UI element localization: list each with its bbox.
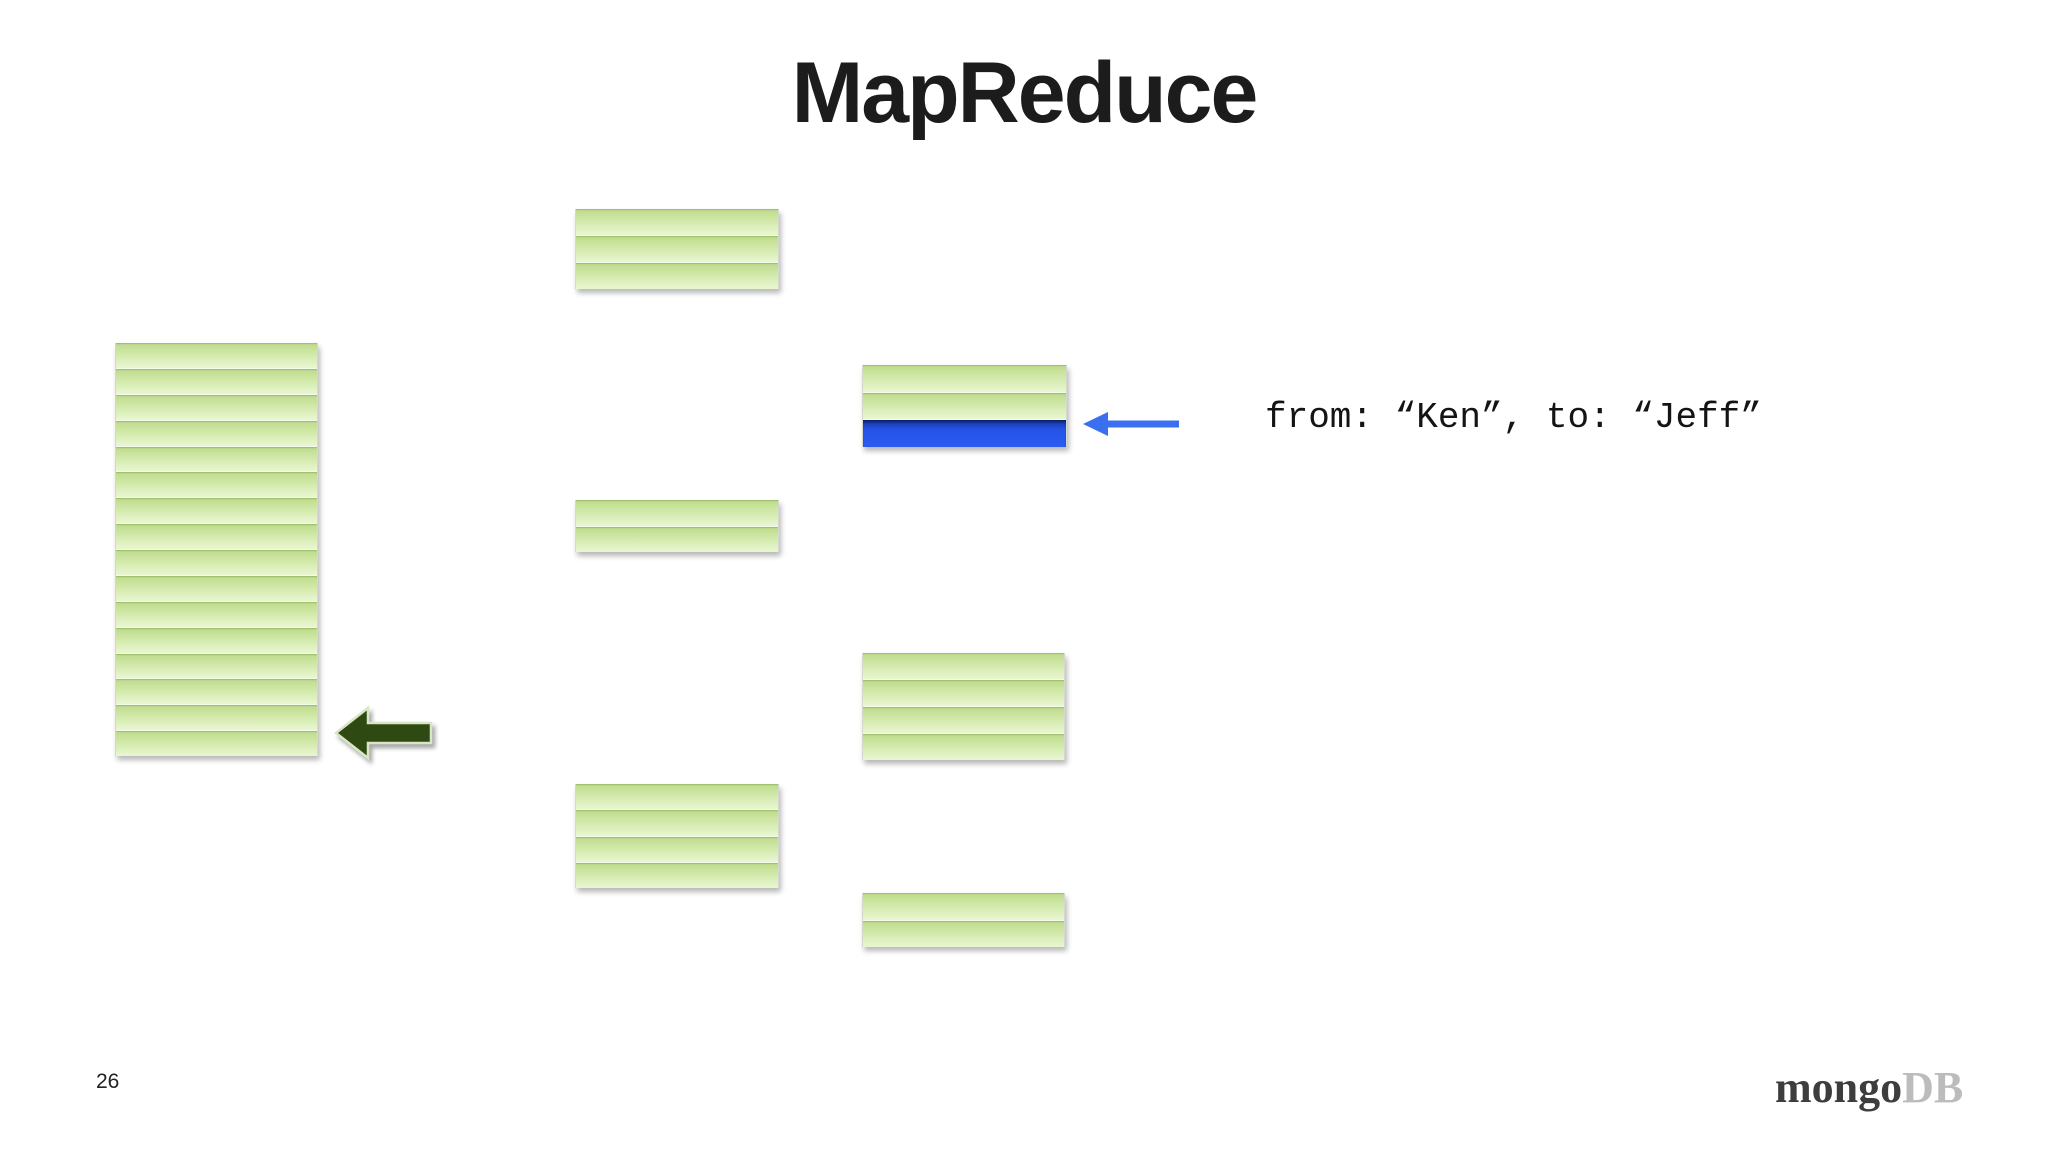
document-row bbox=[576, 862, 778, 888]
slide-title: MapReduce bbox=[791, 45, 1259, 141]
highlighted-document-row bbox=[863, 420, 1066, 448]
mongodb-logo: mongoDB bbox=[1775, 1066, 1963, 1110]
document-row bbox=[863, 920, 1064, 947]
document-block-bottom-middle bbox=[575, 784, 779, 888]
document-row bbox=[116, 368, 317, 395]
document-row bbox=[116, 343, 317, 369]
page-number: 26 bbox=[96, 1070, 120, 1093]
document-row bbox=[863, 734, 1064, 760]
annotation-text: from: “Ken”, to: “Jeff” bbox=[1265, 397, 1762, 438]
document-row bbox=[116, 550, 317, 576]
document-row bbox=[576, 236, 778, 263]
document-row bbox=[116, 394, 317, 421]
document-row bbox=[863, 893, 1064, 921]
document-row bbox=[116, 653, 317, 680]
document-row bbox=[863, 392, 1066, 421]
document-block-top-middle bbox=[575, 209, 779, 289]
blue-left-arrow-icon bbox=[1083, 412, 1179, 436]
left-collection-stack bbox=[115, 343, 318, 756]
document-block-bottom-right bbox=[862, 893, 1065, 947]
document-row bbox=[863, 653, 1064, 680]
dark-green-left-arrow-icon bbox=[333, 705, 433, 761]
document-row bbox=[116, 627, 317, 654]
document-row bbox=[116, 575, 317, 602]
document-row bbox=[116, 498, 317, 525]
document-row bbox=[116, 420, 317, 447]
document-block-right-middle bbox=[862, 653, 1065, 760]
document-row bbox=[116, 601, 317, 628]
document-row bbox=[576, 836, 778, 863]
document-row bbox=[576, 784, 778, 811]
document-row bbox=[116, 524, 317, 550]
document-row bbox=[576, 209, 778, 236]
document-row bbox=[116, 472, 317, 499]
document-row bbox=[576, 810, 778, 837]
document-row bbox=[116, 679, 317, 706]
document-row bbox=[863, 680, 1064, 707]
document-block-with-highlighted-row bbox=[862, 365, 1067, 448]
mongodb-logo-prefix: mongo bbox=[1775, 1063, 1903, 1112]
document-row bbox=[116, 446, 317, 473]
document-block-mid-middle bbox=[575, 500, 779, 552]
document-row bbox=[576, 526, 778, 552]
document-row bbox=[116, 705, 317, 732]
document-row bbox=[863, 707, 1064, 734]
document-row bbox=[863, 365, 1066, 393]
document-row bbox=[576, 500, 778, 527]
mongodb-logo-suffix: DB bbox=[1902, 1063, 1964, 1112]
document-row bbox=[116, 731, 317, 756]
document-row bbox=[576, 263, 778, 289]
